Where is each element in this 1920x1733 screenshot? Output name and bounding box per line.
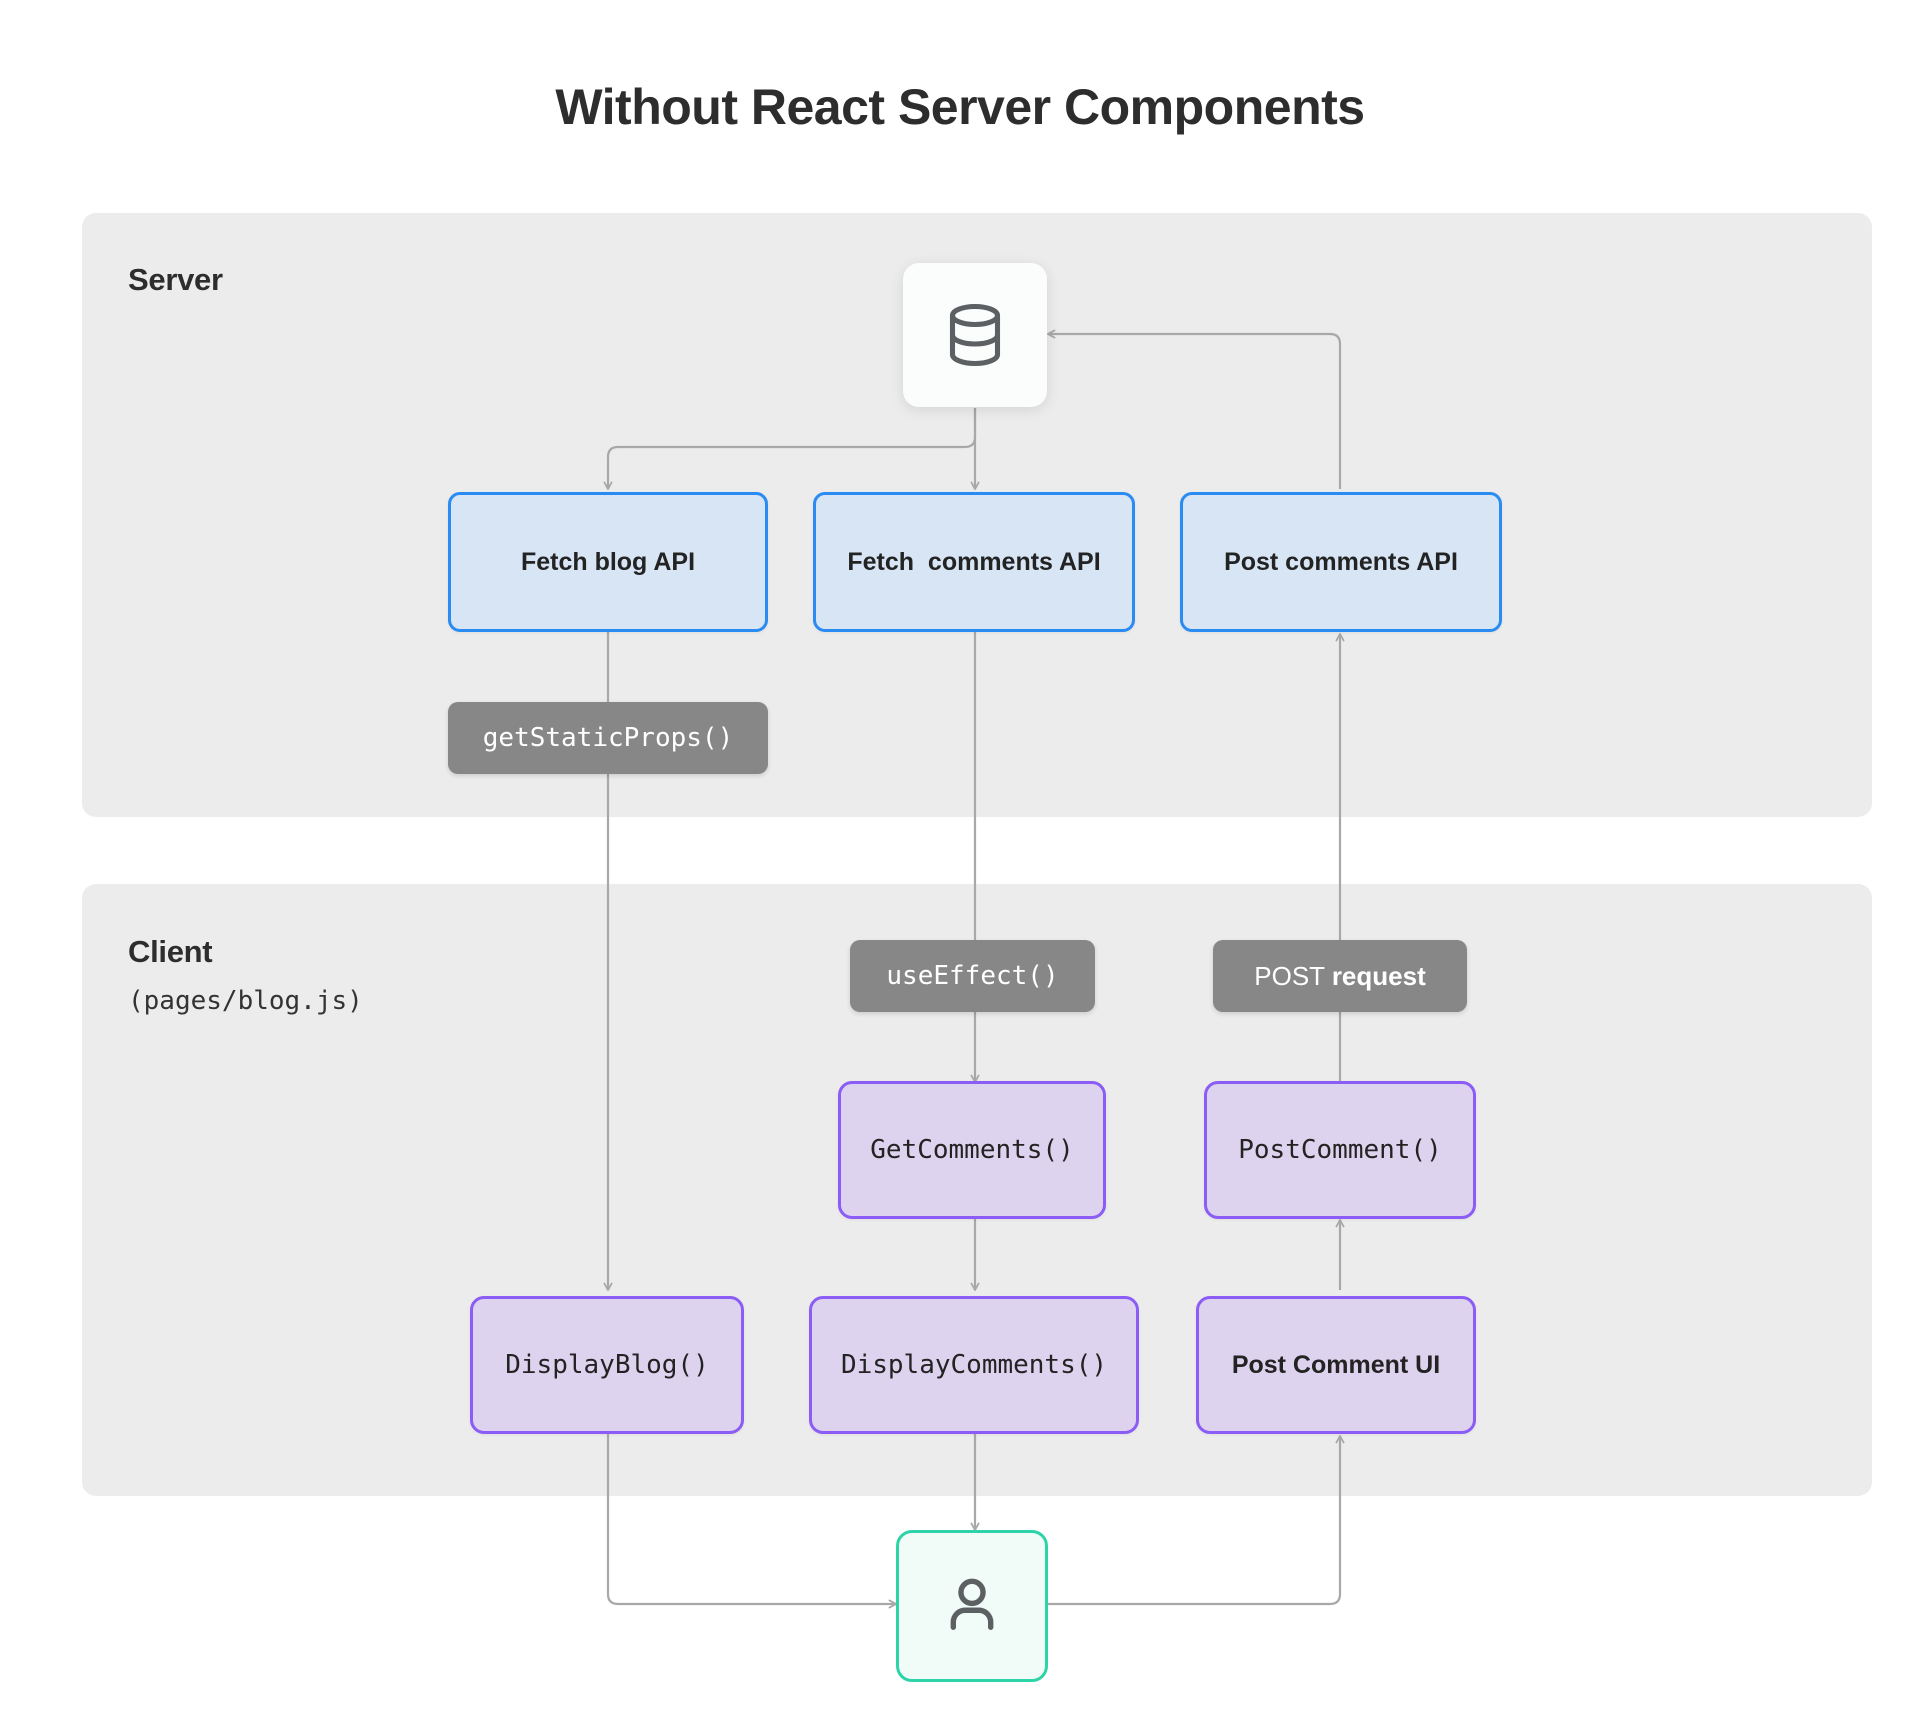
client-node-get-comments[interactable]: GetComments() <box>838 1081 1106 1219</box>
client-node-label: GetComments() <box>870 1135 1074 1165</box>
database-icon <box>949 303 1001 367</box>
pill-label-noun: request <box>1331 960 1426 991</box>
client-node-label: Post Comment UI <box>1231 1350 1441 1379</box>
client-node-display-blog[interactable]: DisplayBlog() <box>470 1296 744 1434</box>
api-node-label: Post comments API <box>1224 547 1458 576</box>
user-node[interactable] <box>896 1530 1048 1682</box>
api-node-label: Fetch blog API <box>520 547 696 576</box>
client-node-post-comment-ui[interactable]: Post Comment UI <box>1196 1296 1476 1434</box>
client-node-display-comments[interactable]: DisplayComments() <box>809 1296 1139 1434</box>
client-node-post-comment[interactable]: PostComment() <box>1204 1081 1476 1219</box>
pill-label-method: POST <box>1254 960 1332 991</box>
client-node-label: PostComment() <box>1238 1135 1442 1165</box>
client-node-label: DisplayBlog() <box>505 1350 709 1380</box>
pill-label: getStaticProps() <box>482 723 734 753</box>
api-node-label: Fetch comments API <box>847 547 1101 576</box>
page-title: Without React Server Components <box>555 79 1365 135</box>
api-node-fetch-blog[interactable]: Fetch blog API <box>448 492 768 632</box>
client-node-label: DisplayComments() <box>840 1350 1108 1380</box>
server-panel-label: Server <box>128 262 223 297</box>
pill-post-request[interactable]: POST request <box>1213 940 1467 1012</box>
pill-label: useEffect() <box>886 961 1059 991</box>
client-panel-sublabel: (pages/blog.js) <box>128 986 363 1016</box>
database-node[interactable] <box>903 263 1047 407</box>
client-panel-label: Client <box>128 934 213 969</box>
pill-get-static-props[interactable]: getStaticProps() <box>448 702 768 774</box>
api-node-fetch-comments[interactable]: Fetch comments API <box>813 492 1135 632</box>
user-icon <box>950 1578 994 1630</box>
pill-use-effect[interactable]: useEffect() <box>850 940 1095 1012</box>
api-node-post-comments[interactable]: Post comments API <box>1180 492 1502 632</box>
